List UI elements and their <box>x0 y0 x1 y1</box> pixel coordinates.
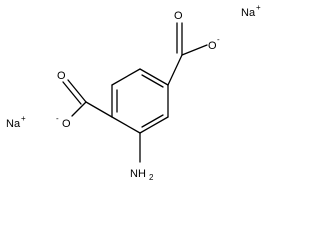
oxygen-left-anion: O <box>62 118 71 130</box>
ring-edge-top-right <box>139 68 169 86</box>
bond-co-single-top <box>181 44 208 56</box>
sodium-ion-left: Na <box>6 118 21 130</box>
bond-co-double-left-2 <box>62 81 82 105</box>
ring-double-bottom-right <box>141 114 164 128</box>
carboxylate-top-group <box>167 22 208 86</box>
bond-to-carboxyl-top <box>167 54 183 86</box>
amine-label: NH <box>130 168 146 180</box>
bond-co-double-left-1 <box>67 79 87 103</box>
ring-edge-bottom-right <box>139 116 169 134</box>
background <box>0 0 268 195</box>
structure-diagram: O O - O O - NH 2 Na + Na + <box>0 0 268 195</box>
oxygen-top-charge: - <box>217 35 220 44</box>
oxygen-top-double: O <box>174 10 183 22</box>
ring <box>111 68 169 134</box>
sodium-ion-top-charge: + <box>256 3 261 12</box>
bond-co-single-left <box>71 101 87 117</box>
ring-double-top-right <box>141 74 164 88</box>
oxygen-left-double: O <box>57 70 66 82</box>
oxygen-left-charge: - <box>56 114 59 123</box>
bond-to-carboxyl-left <box>85 101 113 118</box>
sodium-ion-top: Na <box>241 7 256 19</box>
carboxylate-left-group <box>62 79 113 118</box>
sodium-ion-left-charge: + <box>21 114 26 123</box>
ring-edge-bottom-left <box>111 116 141 134</box>
amine-subscript: 2 <box>149 173 154 182</box>
structure-overlay: O O - O O - NH 2 Na + Na + <box>0 0 268 195</box>
oxygen-top-anion: O <box>208 40 217 52</box>
ring-edge-top-left <box>111 68 141 86</box>
